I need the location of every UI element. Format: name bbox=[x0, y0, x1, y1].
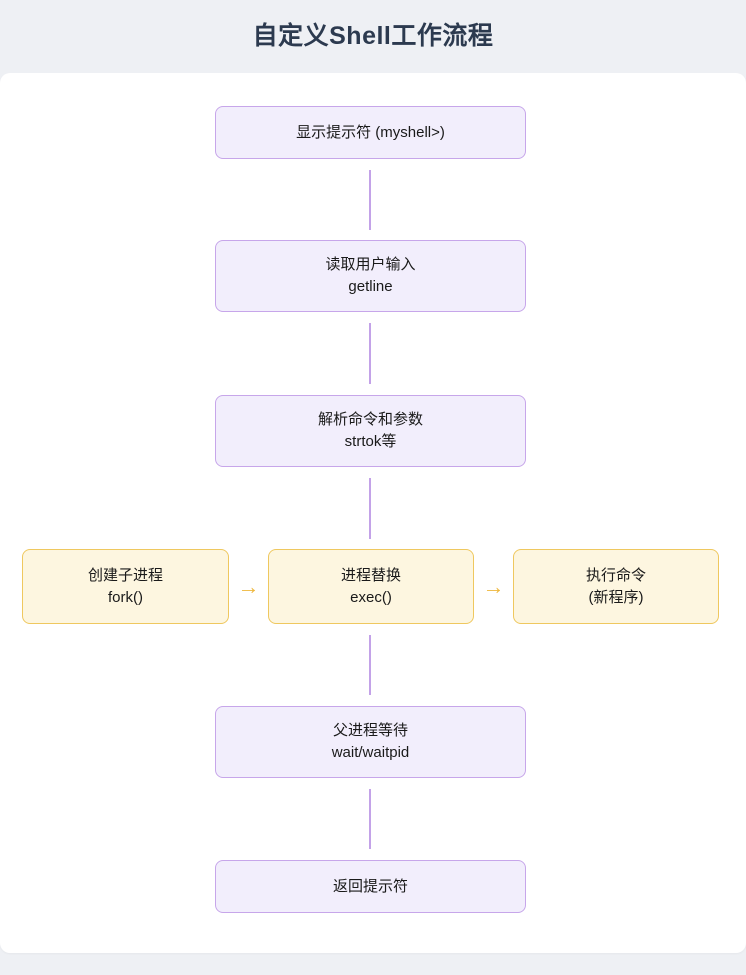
node-run-command-line2: (新程序) bbox=[588, 588, 644, 606]
node-read-input[interactable]: 读取用户输入 getline bbox=[215, 240, 526, 312]
node-run-command-line1: 执行命令 bbox=[585, 566, 646, 584]
node-return-prompt[interactable]: 返回提示符 bbox=[215, 860, 526, 913]
node-fork-child-process-line1: 创建子进程 bbox=[87, 566, 163, 584]
connector-read-to-parse bbox=[369, 323, 371, 384]
node-read-input-line1: 读取用户输入 bbox=[325, 256, 416, 274]
flowchart-canvas: 显示提示符 (myshell>) 读取用户输入 getline 解析命令和参数 … bbox=[0, 73, 746, 953]
node-parse-command-line2: strtok等 bbox=[344, 433, 397, 450]
node-display-prompt[interactable]: 显示提示符 (myshell>) bbox=[215, 106, 526, 159]
node-fork-child-process[interactable]: 创建子进程 fork() bbox=[22, 549, 229, 624]
flowchart-card: 显示提示符 (myshell>) 读取用户输入 getline 解析命令和参数 … bbox=[0, 73, 746, 953]
node-parse-command-line1: 解析命令和参数 bbox=[317, 411, 423, 429]
arrow-right-icon-fork-to-exec: → bbox=[237, 574, 260, 599]
node-parent-wait[interactable]: 父进程等待 wait/waitpid bbox=[215, 706, 526, 778]
node-return-prompt-line1: 返回提示符 bbox=[332, 877, 408, 895]
node-display-prompt-line1: 显示提示符 (myshell>) bbox=[296, 123, 445, 141]
node-exec-replace-process[interactable]: 进程替换 exec() bbox=[268, 549, 474, 624]
arrow-right-icon-exec-to-run: → bbox=[482, 574, 505, 599]
node-exec-replace-process-line2: exec() bbox=[350, 588, 392, 606]
node-parent-wait-line2: wait/waitpid bbox=[331, 744, 410, 761]
connector-exec-to-wait bbox=[369, 635, 371, 695]
node-read-input-line2: getline bbox=[348, 278, 393, 295]
node-parent-wait-line1: 父进程等待 bbox=[332, 722, 408, 740]
node-run-command[interactable]: 执行命令 (新程序) bbox=[513, 549, 719, 624]
connector-parse-to-fork-row bbox=[369, 478, 371, 539]
node-parse-command[interactable]: 解析命令和参数 strtok等 bbox=[215, 395, 526, 467]
page-title: 自定义Shell工作流程 bbox=[252, 22, 494, 50]
node-fork-child-process-line2: fork() bbox=[108, 588, 143, 606]
node-exec-replace-process-line1: 进程替换 bbox=[340, 566, 401, 584]
connector-prompt-to-read bbox=[369, 170, 371, 230]
page-header: 自定义Shell工作流程 bbox=[0, 0, 746, 73]
connector-wait-to-return bbox=[369, 789, 371, 849]
